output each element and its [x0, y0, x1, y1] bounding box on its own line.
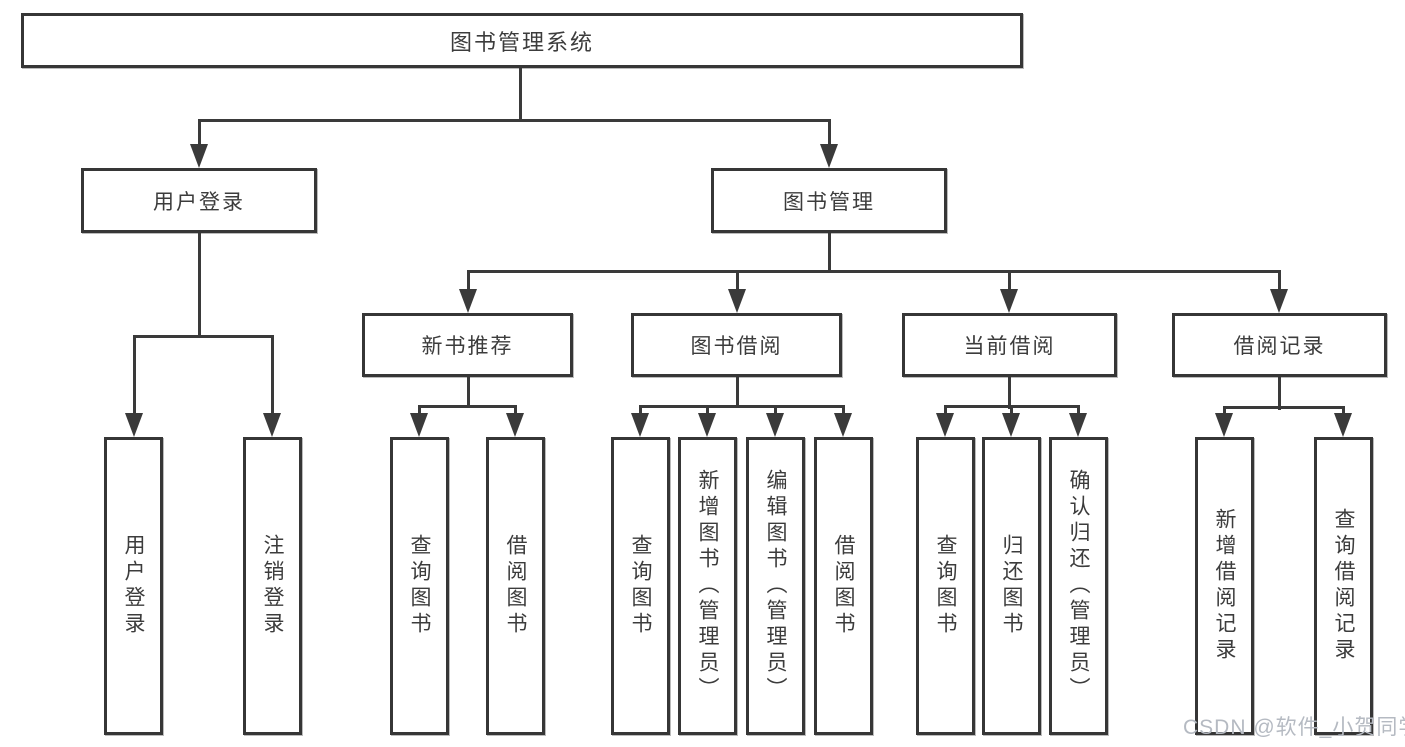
connector-line: [133, 335, 273, 338]
arrowhead-down-icon: [263, 413, 281, 437]
arrowhead-down-icon: [1270, 289, 1288, 313]
arrowhead-down-icon: [190, 144, 208, 168]
node-book-borrowing: 图书借阅: [631, 313, 842, 377]
leaf-query-borrow-record: 查询借阅记录: [1314, 437, 1373, 735]
connector-line: [842, 405, 845, 416]
connector-line: [706, 405, 709, 416]
arrowhead-down-icon: [834, 413, 852, 437]
connector-line: [774, 405, 777, 416]
leaf-logout: 注销登录: [243, 437, 302, 735]
connector-line: [418, 405, 421, 416]
leaf-confirm-return-admin: 确认归还（管理员）: [1049, 437, 1108, 735]
leaf-query-books-current: 查询图书: [916, 437, 975, 735]
connector-line: [1223, 406, 1226, 416]
leaf-query-books-borrowing: 查询图书: [611, 437, 670, 735]
node-book-management: 图书管理: [711, 168, 947, 233]
connector-line: [736, 377, 739, 408]
leaf-query-books-recommend: 查询图书: [390, 437, 449, 735]
connector-line: [1008, 377, 1011, 409]
arrowhead-down-icon: [1002, 413, 1020, 437]
arrowhead-down-icon: [125, 413, 143, 437]
node-borrowing-records: 借阅记录: [1172, 313, 1387, 377]
connector-line: [467, 377, 470, 408]
connector-line: [198, 119, 831, 122]
arrowhead-down-icon: [766, 413, 784, 437]
connector-line: [1223, 406, 1345, 409]
leaf-borrow-books-recommend: 借阅图书: [486, 437, 545, 735]
connector-line: [1278, 377, 1281, 410]
connector-line: [271, 335, 274, 416]
connector-line: [944, 405, 947, 416]
arrowhead-down-icon: [936, 413, 954, 437]
connector-line: [1077, 405, 1080, 416]
arrowhead-down-icon: [459, 289, 477, 313]
connector-line: [198, 233, 201, 338]
connector-line: [1008, 270, 1011, 292]
connector-line: [133, 335, 136, 416]
leaf-edit-books-admin: 编辑图书（管理员）: [746, 437, 805, 735]
leaf-user-login: 用户登录: [104, 437, 163, 735]
arrowhead-down-icon: [728, 289, 746, 313]
arrowhead-down-icon: [1000, 289, 1018, 313]
connector-line: [467, 270, 470, 292]
connector-line: [736, 270, 739, 292]
leaf-return-books: 归还图书: [982, 437, 1041, 735]
arrowhead-down-icon: [820, 144, 838, 168]
arrowhead-down-icon: [1069, 413, 1087, 437]
connector-line: [828, 119, 831, 146]
connector-line: [639, 405, 642, 416]
leaf-add-books-admin: 新增图书（管理员）: [678, 437, 737, 735]
node-user-login: 用户登录: [81, 168, 317, 233]
leaf-borrow-books-borrowing: 借阅图书: [814, 437, 873, 735]
connector-line: [1278, 270, 1281, 292]
connector-line: [514, 405, 517, 416]
connector-line: [1010, 405, 1013, 416]
connector-line: [198, 119, 201, 146]
arrowhead-down-icon: [631, 413, 649, 437]
connector-line: [1342, 406, 1345, 416]
connector-line: [519, 68, 522, 122]
arrowhead-down-icon: [1215, 413, 1233, 437]
arrowhead-down-icon: [410, 413, 428, 437]
connector-line: [828, 233, 831, 273]
node-new-book-recommend: 新书推荐: [362, 313, 573, 377]
arrowhead-down-icon: [698, 413, 716, 437]
arrowhead-down-icon: [506, 413, 524, 437]
connector-line: [944, 405, 1080, 408]
node-current-borrowing: 当前借阅: [902, 313, 1117, 377]
leaf-add-borrow-record: 新增借阅记录: [1195, 437, 1254, 735]
connector-line: [467, 270, 1281, 273]
connector-line: [639, 405, 845, 408]
connector-line: [418, 405, 516, 408]
node-library-management-system: 图书管理系统: [21, 13, 1023, 68]
csdn-watermark: CSDN @软件_小贺同学: [1183, 716, 1405, 739]
arrowhead-down-icon: [1334, 413, 1352, 437]
